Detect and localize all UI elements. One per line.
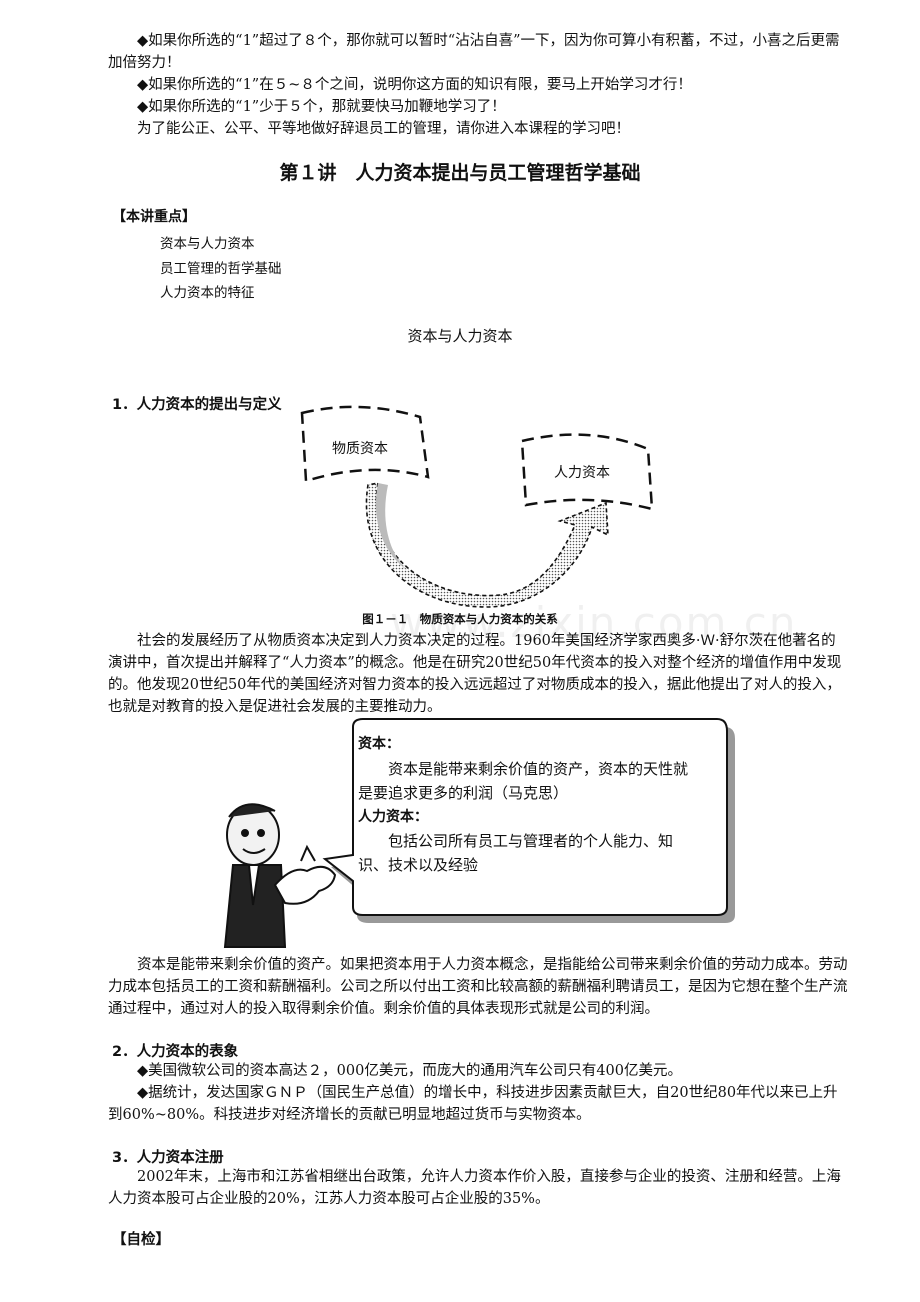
human-capital-definition-2: 识、技术以及经验 bbox=[358, 856, 479, 874]
definition-bubble bbox=[223, 718, 735, 948]
capital-definition-1: 资本是能带来剩余价值的资产，资本的天性就 bbox=[388, 760, 689, 778]
curved-arrow bbox=[365, 481, 609, 608]
figure-caption: 图１－１ 物质资本与人力资本的关系 bbox=[362, 612, 558, 626]
intro-line-2: ◆如果你所选的“1”在５~８个之间，说明你这方面的知识有限，要马上开始学习才行！ bbox=[137, 77, 692, 93]
lecture-title: 第１讲 人力资本提出与员工管理哲学基础 bbox=[279, 162, 641, 184]
capital-definition-2: 是要追求更多的利润（马克思） bbox=[358, 784, 569, 802]
left-flag-label: 物质资本 bbox=[332, 441, 388, 457]
right-flag-shape bbox=[520, 433, 654, 511]
section-1-paragraph-2: 资本是能带来剩余价值的资产。如果把资本用于人力资本概念，是指能给公司带来剩余价值… bbox=[108, 957, 848, 1017]
section-2-heading: 2．人力资本的表象 bbox=[112, 1044, 239, 1060]
arrow-shade bbox=[375, 483, 408, 571]
section-1-paragraph: 社会的发展经历了从物质资本决定到人力资本决定的过程。1960年美国经济学家西奥多… bbox=[108, 633, 842, 715]
focus-heading: 【本讲重点】 bbox=[112, 209, 196, 225]
section-2-bullet-2: ◆据统计，发达国家ＧＮＰ（国民生产总值）的增长中，科技进步因素贡献巨大，自20世… bbox=[108, 1085, 838, 1123]
capital-relationship-diagram bbox=[300, 405, 654, 608]
section-title: 资本与人力资本 bbox=[407, 327, 513, 345]
focus-item-1: 资本与人力资本 bbox=[160, 236, 255, 252]
intro-line-1: ◆如果你所选的“1”超过了８个，那你就可以暂时“沾沾自喜”一下，因为你可算小有积… bbox=[108, 33, 840, 71]
cartoon-man-icon bbox=[223, 803, 337, 948]
right-flag-label: 人力资本 bbox=[554, 465, 610, 481]
section-3-heading: 3．人力资本注册 bbox=[112, 1150, 224, 1166]
section-3-paragraph: 2002年末，上海市和江苏省相继出台政策，允许人力资本作价入股，直接参与企业的投… bbox=[108, 1169, 841, 1207]
focus-item-2: 员工管理的哲学基础 bbox=[160, 261, 282, 277]
section-1-heading: 1．人力资本的提出与定义 bbox=[112, 397, 282, 413]
intro-line-3: ◆如果你所选的“1”少于５个，那就要快马加鞭地学习了！ bbox=[137, 99, 506, 115]
left-flag-shape bbox=[300, 405, 430, 483]
capital-label: 资本： bbox=[358, 736, 400, 752]
self-check-heading: 【自检】 bbox=[112, 1232, 170, 1248]
watermark: www.zixin.com.cn bbox=[390, 598, 798, 647]
human-capital-definition-1: 包括公司所有员工与管理者的个人能力、知 bbox=[388, 832, 674, 850]
intro-line-4: 为了能公正、公平、平等地做好辞退员工的管理，请你进入本课程的学习吧！ bbox=[137, 121, 630, 137]
section-2-bullet-1: ◆美国微软公司的资本高达２，000亿美元，而庞大的通用汽车公司只有400亿美元。 bbox=[137, 1063, 683, 1079]
human-capital-label: 人力资本： bbox=[358, 809, 428, 825]
focus-item-3: 人力资本的特征 bbox=[160, 285, 255, 301]
